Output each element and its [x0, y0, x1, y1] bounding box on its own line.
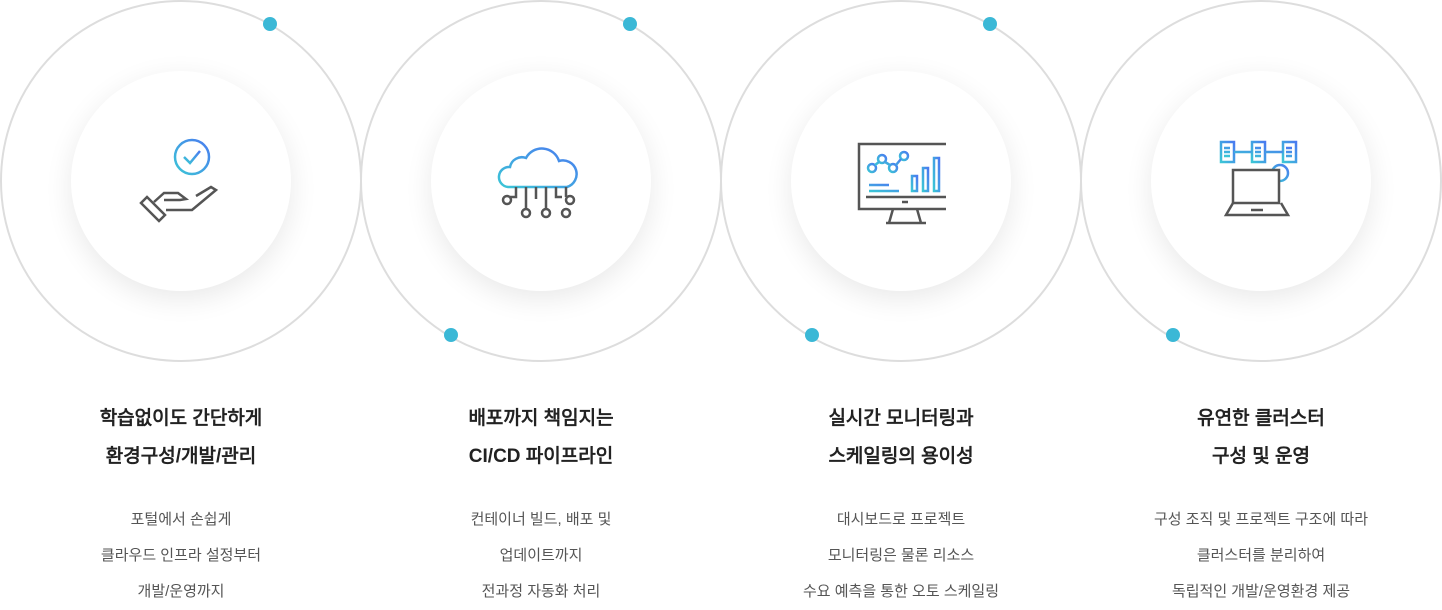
desc-line: 업데이트까지: [499, 547, 583, 564]
monitor-chart-icon: [857, 142, 946, 225]
desc-line: 포털에서 손쉽게: [130, 511, 232, 528]
decorative-rings: [0, 0, 1442, 362]
laptop-cluster-icon: [1219, 140, 1298, 217]
desc-line: 구성 조직 및 프로젝트 구조에 따라: [1153, 511, 1369, 528]
title-line: 학습없이도 간단하게: [99, 408, 263, 429]
title-line: 실시간 모니터링과: [828, 408, 974, 429]
hand-check-icon: [139, 138, 219, 223]
title-line: 배포까지 책임지는: [468, 408, 614, 429]
desc-line: 클러스터를 분리하여: [1196, 547, 1326, 564]
desc-line: 모니터링은 물론 리소스: [827, 547, 975, 564]
dot: [805, 328, 819, 342]
desc-line: 전과정 자동화 처리: [481, 583, 601, 600]
feature-icon-circle: [71, 71, 291, 291]
desc-line: 개발/운영까지: [137, 583, 225, 600]
desc-line: 대시보드로 프로젝트: [836, 511, 966, 528]
feature-icon-circle: [791, 71, 1011, 291]
dot: [623, 17, 637, 31]
ring: [1080, 0, 1442, 362]
feature-title: 배포까지 책임지는 CI/CD 파이프라인: [361, 400, 721, 476]
dot: [983, 17, 997, 31]
feature-icon-circle: [1151, 71, 1371, 291]
title-line: 스케일링의 용이성: [828, 446, 974, 467]
desc-line: 클라우드 인프라 설정부터: [100, 547, 262, 564]
desc-line: 수요 예측을 통한 오토 스케일링: [802, 583, 1000, 600]
feature-icon-circle: [431, 71, 651, 291]
title-line: 구성 및 운영: [1212, 446, 1310, 467]
cloud-circuit-icon: [497, 147, 578, 219]
title-line: CI/CD 파이프라인: [468, 446, 614, 467]
dot: [1166, 328, 1180, 342]
title-line: 유연한 클러스터: [1197, 408, 1325, 429]
title-line: 환경구성/개발/관리: [105, 446, 257, 467]
dot: [263, 17, 277, 31]
dot: [444, 328, 458, 342]
desc-line: 독립적인 개발/운영환경 제공: [1171, 583, 1351, 600]
desc-line: 컨테이너 빌드, 배포 및: [470, 511, 612, 528]
